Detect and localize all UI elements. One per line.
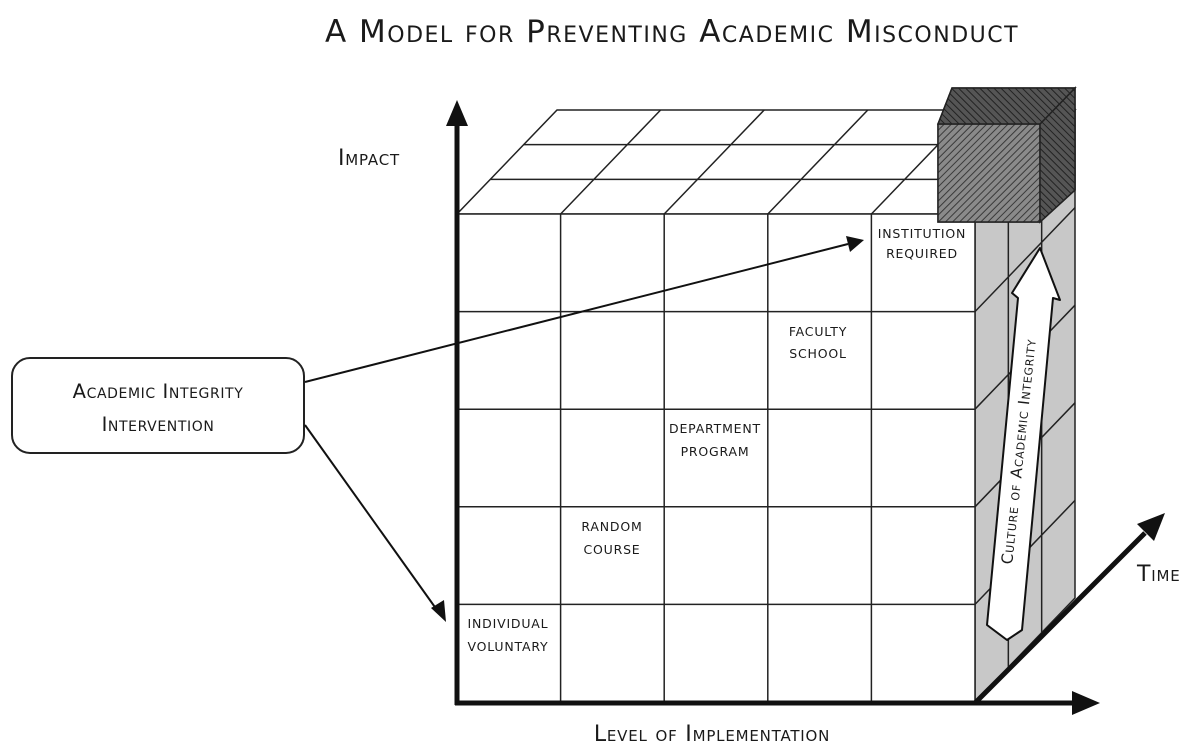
callout-line-1: Academic Integrity — [73, 380, 244, 403]
implementation-axis — [455, 691, 1100, 715]
svg-text:RANDOM: RANDOM — [581, 519, 642, 534]
svg-text:PROGRAM: PROGRAM — [681, 444, 750, 459]
svg-text:FACULTY: FACULTY — [789, 324, 847, 339]
intervention-callout: Academic Integrity Intervention — [11, 357, 305, 454]
svg-text:VOLUNTARY: VOLUNTARY — [468, 639, 549, 654]
cell-label-faculty-school: FACULTY SCHOOL — [789, 324, 847, 361]
callout-arrow-to-institution — [304, 236, 864, 383]
cell-label-institution-required: INSTITUTION REQUIRED — [878, 226, 966, 261]
svg-text:COURSE: COURSE — [583, 542, 640, 557]
svg-text:REQUIRED: REQUIRED — [886, 246, 958, 261]
callout-arrow-to-individual — [304, 424, 446, 622]
cell-label-random-course: RANDOM COURSE — [581, 519, 642, 557]
svg-text:DEPARTMENT: DEPARTMENT — [669, 421, 761, 436]
diagram-title: A Model for Preventing Academic Miscondu… — [325, 14, 1019, 50]
callout-line-2: Intervention — [102, 413, 215, 436]
time-axis — [973, 513, 1165, 705]
implementation-axis-label: Level of Implementation — [594, 722, 830, 745]
time-axis-label: Time — [1136, 562, 1180, 587]
impact-axis-label: Impact — [338, 146, 400, 171]
cell-label-individual-voluntary: INDIVIDUAL VOLUNTARY — [468, 616, 549, 654]
svg-text:SCHOOL: SCHOOL — [789, 346, 847, 361]
impact-axis — [446, 100, 468, 705]
svg-text:INSTITUTION: INSTITUTION — [878, 226, 966, 241]
svg-text:INDIVIDUAL: INDIVIDUAL — [468, 616, 549, 631]
cube-front-face — [456, 213, 976, 703]
cell-label-department-program: DEPARTMENT PROGRAM — [669, 421, 761, 459]
hatched-corner-block — [936, 86, 1077, 224]
